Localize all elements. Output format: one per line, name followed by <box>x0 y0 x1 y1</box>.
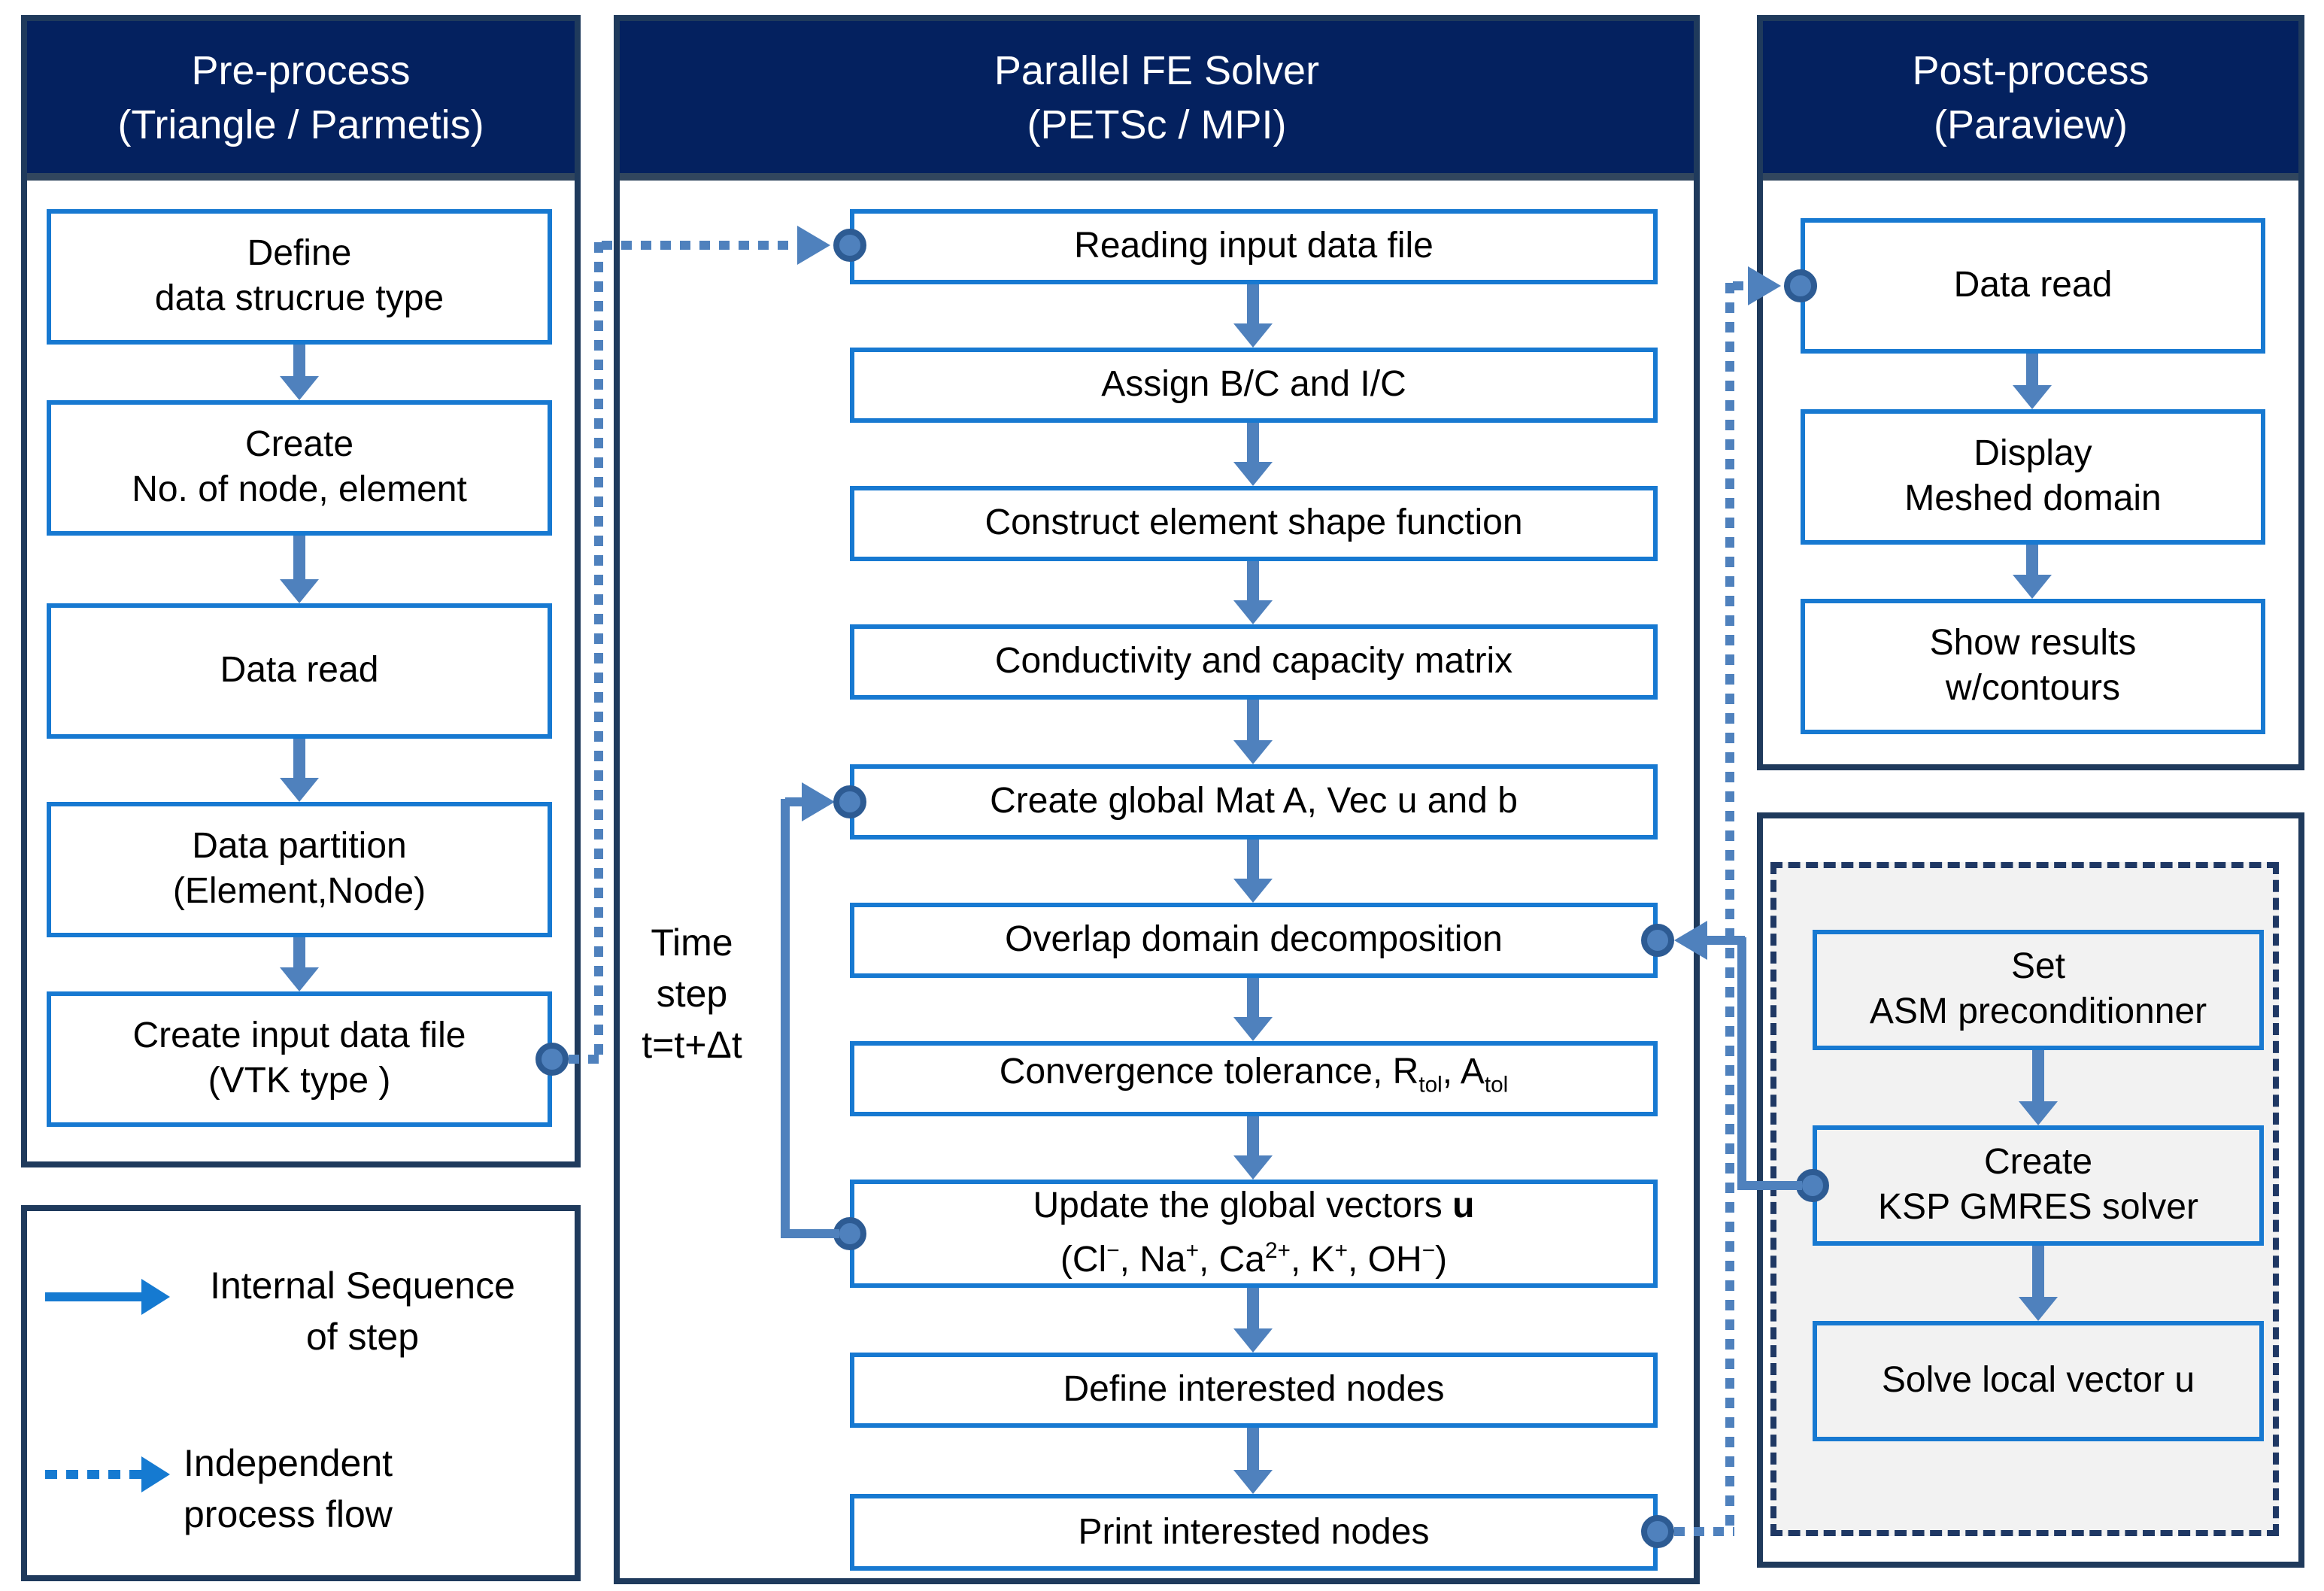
solid-connector-segment <box>781 799 790 1238</box>
step-update-global-vectors: Update the global vectors u(Cl−, Na+, Ca… <box>850 1180 1658 1288</box>
down-arrow-icon <box>280 937 319 991</box>
down-arrow-icon <box>1233 284 1273 348</box>
connector-circle <box>1641 924 1674 957</box>
step-label: Convergence tolerance, Rtol, Atol <box>999 1051 1509 1098</box>
legend-dotted-arrowhead-icon <box>141 1456 170 1492</box>
step-label: Overlap domain decomposition <box>1005 919 1503 960</box>
panel-legend <box>21 1205 581 1581</box>
down-arrow-icon <box>2019 1246 2058 1321</box>
step-conductivity-capacity: Conductivity and capacity matrix <box>850 624 1658 700</box>
down-arrow-icon <box>1233 840 1273 903</box>
step-label: Conductivity and capacity matrix <box>994 641 1513 682</box>
step-label: Solve local vector u <box>1881 1360 2195 1401</box>
step-label: Data read <box>1953 265 2113 305</box>
step-label: Create global Mat A, Vec u and b <box>990 781 1518 821</box>
connector-circle <box>1784 269 1817 302</box>
arrowhead-left-icon <box>1674 921 1707 960</box>
solver-title: Parallel FE Solver(PETSc / MPI) <box>994 47 1320 147</box>
step-label: Define interested nodes <box>1063 1369 1445 1410</box>
legend-dotted-arrow-icon <box>45 1470 141 1479</box>
down-arrow-icon <box>1233 1428 1273 1494</box>
legend-solid-arrowhead-icon <box>141 1279 170 1315</box>
step-solve-local-vector: Solve local vector u <box>1813 1321 2264 1441</box>
dotted-connector-segment <box>602 241 797 250</box>
step-label: Construct element shape function <box>985 503 1523 543</box>
step-label: Print interested nodes <box>1078 1511 1430 1552</box>
step-overlap-decomposition: Overlap domain decomposition <box>850 903 1658 978</box>
step-create-input-file: Create input data file(VTK type ) <box>47 991 552 1127</box>
connector-circle <box>833 1217 866 1250</box>
connector-circle <box>833 785 866 818</box>
solid-connector-segment <box>785 797 806 806</box>
solver-header: Parallel FE Solver(PETSc / MPI) <box>620 21 1694 181</box>
dotted-connector-segment <box>594 242 603 1062</box>
down-arrow-icon <box>1233 423 1273 486</box>
connector-circle <box>833 229 866 262</box>
arrowhead-right-icon <box>802 782 835 821</box>
down-arrow-icon <box>1233 1288 1273 1353</box>
solid-connector-segment <box>1737 937 1746 1190</box>
down-arrow-icon <box>2019 1050 2058 1125</box>
down-arrow-icon <box>1233 561 1273 624</box>
step-data-partition: Data partition(Element,Node) <box>47 802 552 937</box>
dotted-connector-segment <box>569 1055 602 1064</box>
down-arrow-icon <box>280 536 319 603</box>
connector-circle <box>535 1043 569 1076</box>
down-arrow-icon <box>2013 545 2052 599</box>
step-convergence-tolerance: Convergence tolerance, Rtol, Atol <box>850 1041 1658 1116</box>
step-pre-data-read: Data read <box>47 603 552 739</box>
down-arrow-icon <box>280 739 319 802</box>
step-label: Create input data file(VTK type ) <box>132 1016 466 1101</box>
arrowhead-right-icon <box>797 226 830 265</box>
step-label: Data read <box>220 650 379 691</box>
down-arrow-icon <box>2013 354 2052 409</box>
connector-circle <box>1641 1515 1674 1548</box>
step-define-interested-nodes: Define interested nodes <box>850 1353 1658 1428</box>
dotted-connector-segment <box>1733 281 1748 290</box>
solid-connector-segment <box>1742 1181 1802 1190</box>
post-process-title: Post-process(Paraview) <box>1912 47 2150 147</box>
step-label: Data partition(Element,Node) <box>172 826 426 912</box>
down-arrow-icon <box>1233 1116 1273 1180</box>
pre-process-header: Pre-process(Triangle / Parmetis) <box>27 21 575 181</box>
step-create-global-system: Create global Mat A, Vec u and b <box>850 764 1658 840</box>
step-print-interested-nodes: Print interested nodes <box>850 1494 1658 1571</box>
step-label: Assign B/C and I/C <box>1101 364 1406 405</box>
solid-connector-segment <box>1706 936 1745 945</box>
step-label: Reading input data file <box>1074 226 1434 266</box>
legend-solid-arrow-icon <box>45 1292 141 1301</box>
down-arrow-icon <box>280 345 319 400</box>
step-label: Update the global vectors u(Cl−, Na+, Ca… <box>1033 1186 1475 1280</box>
down-arrow-icon <box>1233 700 1273 764</box>
down-arrow-icon <box>1233 978 1273 1041</box>
solid-connector-segment <box>785 1229 839 1238</box>
step-assign-bc-ic: Assign B/C and I/C <box>850 348 1658 423</box>
post-process-header: Post-process(Paraview) <box>1763 21 2298 181</box>
dotted-connector-segment <box>1725 283 1734 1535</box>
step-construct-shape-function: Construct element shape function <box>850 486 1658 561</box>
arrowhead-right-icon <box>1748 266 1781 305</box>
step-post-data-read: Data read <box>1801 218 2265 354</box>
step-reading-input: Reading input data file <box>850 209 1658 284</box>
pre-process-title: Pre-process(Triangle / Parmetis) <box>117 47 484 147</box>
dotted-connector-segment <box>1674 1527 1734 1536</box>
